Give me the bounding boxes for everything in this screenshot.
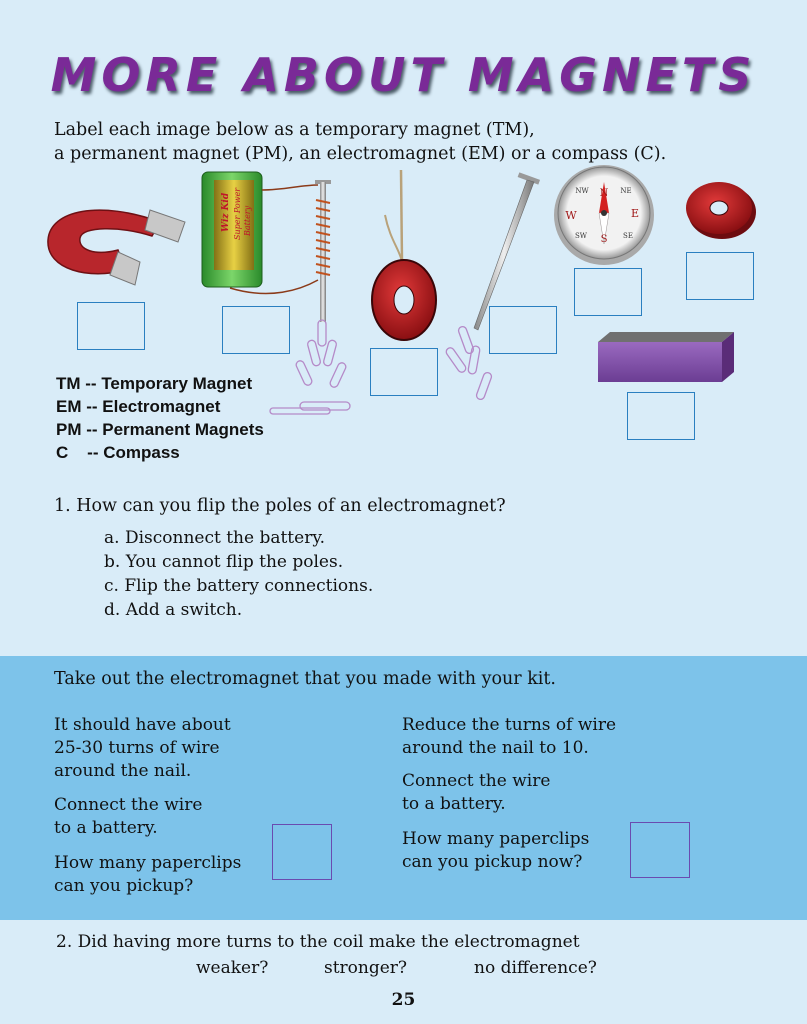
answer-box-bar-magnet[interactable] xyxy=(627,392,695,440)
compass-e: E xyxy=(631,207,639,220)
answer-box-paperclips-25-30[interactable] xyxy=(272,824,332,880)
answer-box-horseshoe[interactable] xyxy=(77,302,145,350)
legend-item-tm: TM -- Temporary Magnet xyxy=(56,374,253,393)
left-p1-line-1: It should have about xyxy=(54,715,231,735)
choice-no-difference[interactable]: no difference? xyxy=(474,958,597,978)
question-2: 2. Did having more turns to the coil mak… xyxy=(56,932,580,952)
activity-right-p1: Reduce the turns of wire around the nail… xyxy=(402,714,616,760)
answer-box-ring-magnet[interactable] xyxy=(370,348,438,396)
ring-magnet-on-string xyxy=(371,169,437,341)
activity-left-p1: It should have about 25-30 turns of wire… xyxy=(54,714,231,783)
bar-magnet xyxy=(598,332,734,382)
choice-stronger[interactable]: stronger? xyxy=(324,958,408,978)
answer-box-small-ring[interactable] xyxy=(686,252,754,300)
option-a[interactable]: a. Disconnect the battery. xyxy=(104,528,326,548)
question-1-options: a. Disconnect the battery. b. You cannot… xyxy=(104,526,373,622)
left-p2-line-2: to a battery. xyxy=(54,818,158,838)
option-c[interactable]: c. Flip the battery connections. xyxy=(104,576,374,596)
battery-line1-label: Super Power xyxy=(233,187,242,240)
activity-band xyxy=(0,656,807,920)
legend-item-pm: PM -- Permanent Magnets xyxy=(56,420,264,439)
right-p2-line-2: to a battery. xyxy=(402,794,506,814)
question-1: 1. How can you flip the poles of an elec… xyxy=(54,496,506,516)
right-p2-line-1: Connect the wire xyxy=(402,771,551,791)
instructions-line-1: Label each image below as a temporary ma… xyxy=(54,120,535,140)
left-p3-line-1: How many paperclips xyxy=(54,853,242,873)
instructions: Label each image below as a temporary ma… xyxy=(54,118,666,166)
compass-nw: NW xyxy=(575,187,589,195)
option-d[interactable]: d. Add a switch. xyxy=(104,600,243,620)
instructions-line-2: a permanent magnet (PM), an electromagne… xyxy=(54,144,667,164)
legend-item-em: EM -- Electromagnet xyxy=(56,397,221,416)
legend-item-c: C -- Compass xyxy=(56,443,180,462)
horseshoe-magnet xyxy=(47,209,186,286)
answer-box-paperclips-10[interactable] xyxy=(630,822,690,878)
page-number: 25 xyxy=(391,990,416,1010)
right-p1-line-1: Reduce the turns of wire xyxy=(402,715,617,735)
compass-sw: SW xyxy=(575,232,588,240)
activity-heading: Take out the electromagnet that you made… xyxy=(54,669,556,689)
left-p2-line-1: Connect the wire xyxy=(54,795,203,815)
electromagnet-illustration-1: Wiz Kid Super Power Battery xyxy=(201,171,351,415)
compass: N S E W NE NW SE SW xyxy=(554,165,654,265)
answer-box-nail[interactable] xyxy=(489,306,557,354)
left-p1-line-3: around the nail. xyxy=(54,761,192,781)
compass-se: SE xyxy=(623,232,633,240)
right-p1-line-2: around the nail to 10. xyxy=(402,738,589,758)
compass-ne: NE xyxy=(620,187,631,195)
answer-box-compass[interactable] xyxy=(574,268,642,316)
activity-right-p2: Connect the wire to a battery. xyxy=(402,770,550,816)
activity-left-p3: How many paperclips can you pickup? xyxy=(54,852,241,898)
activity-left-p2: Connect the wire to a battery. xyxy=(54,794,202,840)
right-p3-line-2: can you pickup now? xyxy=(402,852,583,872)
right-p3-line-1: How many paperclips xyxy=(402,829,590,849)
compass-n: N xyxy=(600,188,609,199)
compass-s: S xyxy=(601,234,608,245)
battery-brand-label: Wiz Kid xyxy=(221,192,231,232)
nail-with-paperclips xyxy=(445,172,541,401)
left-p1-line-2: 25-30 turns of wire xyxy=(54,738,220,758)
small-ring-magnet xyxy=(686,182,756,239)
activity-right-p3: How many paperclips can you pickup now? xyxy=(402,828,589,874)
choice-weaker[interactable]: weaker? xyxy=(196,958,269,978)
answer-box-electromagnet[interactable] xyxy=(222,306,290,354)
option-b[interactable]: b. You cannot flip the poles. xyxy=(104,552,344,572)
left-p3-line-2: can you pickup? xyxy=(54,876,194,896)
compass-w: W xyxy=(565,209,577,222)
page-title: MORE ABOUT MAGNETS xyxy=(50,48,757,102)
legend: TM -- Temporary Magnet EM -- Electromagn… xyxy=(56,372,264,464)
battery-line2-label: Battery xyxy=(243,205,252,237)
